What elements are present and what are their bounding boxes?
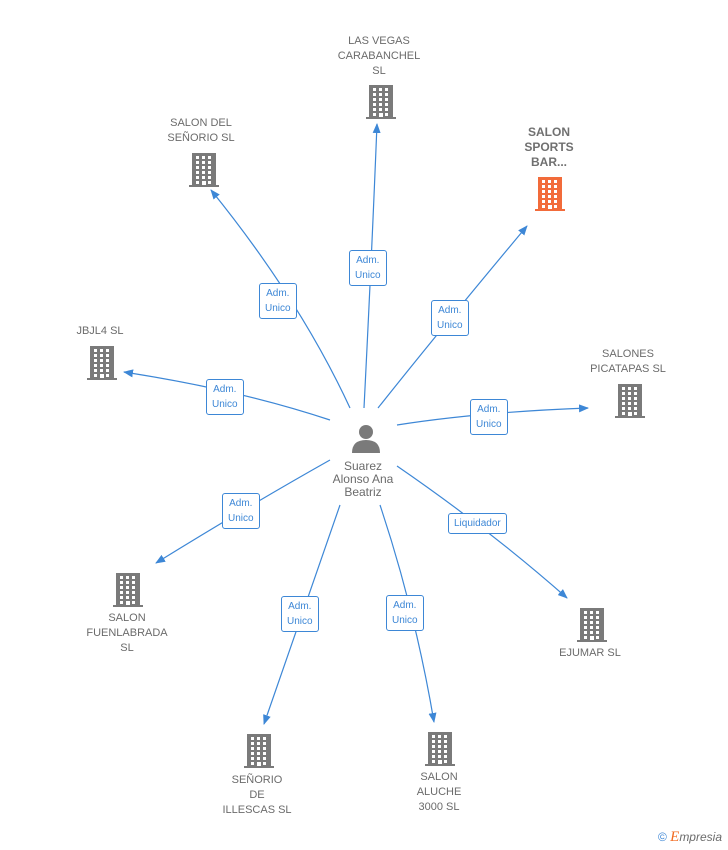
edge-label-line: Adm. <box>266 288 290 299</box>
node-label-line: SALONES <box>602 348 654 360</box>
node-label-line: SALON <box>528 125 570 139</box>
center-name-line: Alonso Ana <box>332 472 394 486</box>
edge-label-line: Unico <box>476 419 502 430</box>
node-label-line: EJUMAR SL <box>559 647 621 659</box>
building-icon[interactable] <box>576 607 608 643</box>
center-name-line: Suarez <box>343 459 383 473</box>
edge-label-line: Adm. <box>288 601 312 612</box>
node-label-salones-picatapas[interactable]: SALONES PICATAPAS SL <box>573 347 683 377</box>
node-label-senorio-illescas[interactable]: SEÑORIO DE ILLESCAS SL <box>202 773 312 818</box>
edge-label-line: Unico <box>228 513 254 524</box>
building-icon[interactable] <box>243 733 275 769</box>
node-label-salon-senorio[interactable]: SALON DEL SEÑORIO SL <box>146 116 256 146</box>
edge-label-salon-sports[interactable]: Adm. Unico <box>431 300 469 336</box>
node-label-line: ILLESCAS SL <box>222 804 292 816</box>
node-label-line: JBJL4 SL <box>76 325 124 337</box>
node-label-line: SL <box>120 642 134 654</box>
node-label-line: SL <box>372 65 386 77</box>
edge-label-line: Unico <box>212 399 238 410</box>
edge-label-line: Adm. <box>393 600 417 611</box>
edge-label-line: Unico <box>437 320 463 331</box>
node-label-line: PICATAPAS SL <box>590 363 666 375</box>
edge-label-salon-senorio[interactable]: Adm. Unico <box>259 283 297 319</box>
building-icon[interactable] <box>534 176 566 212</box>
building-icon[interactable] <box>365 84 397 120</box>
edge-label-salon-fuenlabrada[interactable]: Adm. Unico <box>222 493 260 529</box>
node-label-ejumar[interactable]: EJUMAR SL <box>535 646 645 661</box>
building-icon[interactable] <box>86 345 118 381</box>
node-label-line: BAR... <box>531 155 567 169</box>
node-label-las-vegas[interactable]: LAS VEGAS CARABANCHEL SL <box>324 34 434 79</box>
edge-label-line: Adm. <box>356 255 380 266</box>
building-icon[interactable] <box>112 572 144 608</box>
node-label-line: SALON <box>420 771 458 783</box>
brand-name: mpresia <box>679 830 722 844</box>
node-label-line: 3000 SL <box>418 801 460 813</box>
edge-label-line: Adm. <box>438 305 462 316</box>
edge-label-line: Unico <box>355 270 381 281</box>
edge-label-las-vegas[interactable]: Adm. Unico <box>349 250 387 286</box>
node-label-line: SEÑORIO SL <box>167 132 235 144</box>
edge-label-line: Liquidador <box>454 518 501 529</box>
edge-label-ejumar[interactable]: Liquidador <box>448 513 507 534</box>
person-icon[interactable] <box>349 423 383 453</box>
edge-label-senorio-illescas[interactable]: Adm. Unico <box>281 596 319 632</box>
node-label-line: LAS VEGAS <box>348 35 410 47</box>
footer-brand: © Empresia <box>658 829 722 846</box>
node-label-salon-aluche[interactable]: SALON ALUCHE 3000 SL <box>384 770 494 815</box>
edge-label-line: Unico <box>392 615 418 626</box>
center-person-name[interactable]: Suarez Alonso Ana Beatriz <box>308 460 418 499</box>
building-icon[interactable] <box>188 152 220 188</box>
building-icon[interactable] <box>614 383 646 419</box>
edge-label-salones-picatapas[interactable]: Adm. Unico <box>470 399 508 435</box>
edge-label-line: Adm. <box>213 384 237 395</box>
node-label-salon-fuenlabrada[interactable]: SALON FUENLABRADA SL <box>72 611 182 656</box>
center-name-line: Beatriz <box>344 485 382 499</box>
node-label-line: DE <box>249 789 265 801</box>
node-label-line: SPORTS <box>524 140 574 154</box>
building-icon[interactable] <box>424 731 456 767</box>
node-label-line: SALON DEL <box>170 117 232 129</box>
edge-label-line: Adm. <box>477 404 501 415</box>
node-label-line: SALON <box>108 612 146 624</box>
node-label-jbjl4[interactable]: JBJL4 SL <box>45 324 155 339</box>
node-label-line: SEÑORIO <box>231 774 283 786</box>
edge-label-line: Adm. <box>229 498 253 509</box>
edge-label-line: Unico <box>287 616 313 627</box>
edge-label-line: Unico <box>265 303 291 314</box>
edge-label-jbjl4[interactable]: Adm. Unico <box>206 379 244 415</box>
node-label-line: FUENLABRADA <box>86 627 168 639</box>
edge-label-salon-aluche[interactable]: Adm. Unico <box>386 595 424 631</box>
node-label-line: ALUCHE <box>416 786 462 798</box>
brand-logo-letter: E <box>670 829 680 845</box>
node-label-line: CARABANCHEL <box>337 50 421 62</box>
copyright-symbol: © <box>657 830 667 844</box>
